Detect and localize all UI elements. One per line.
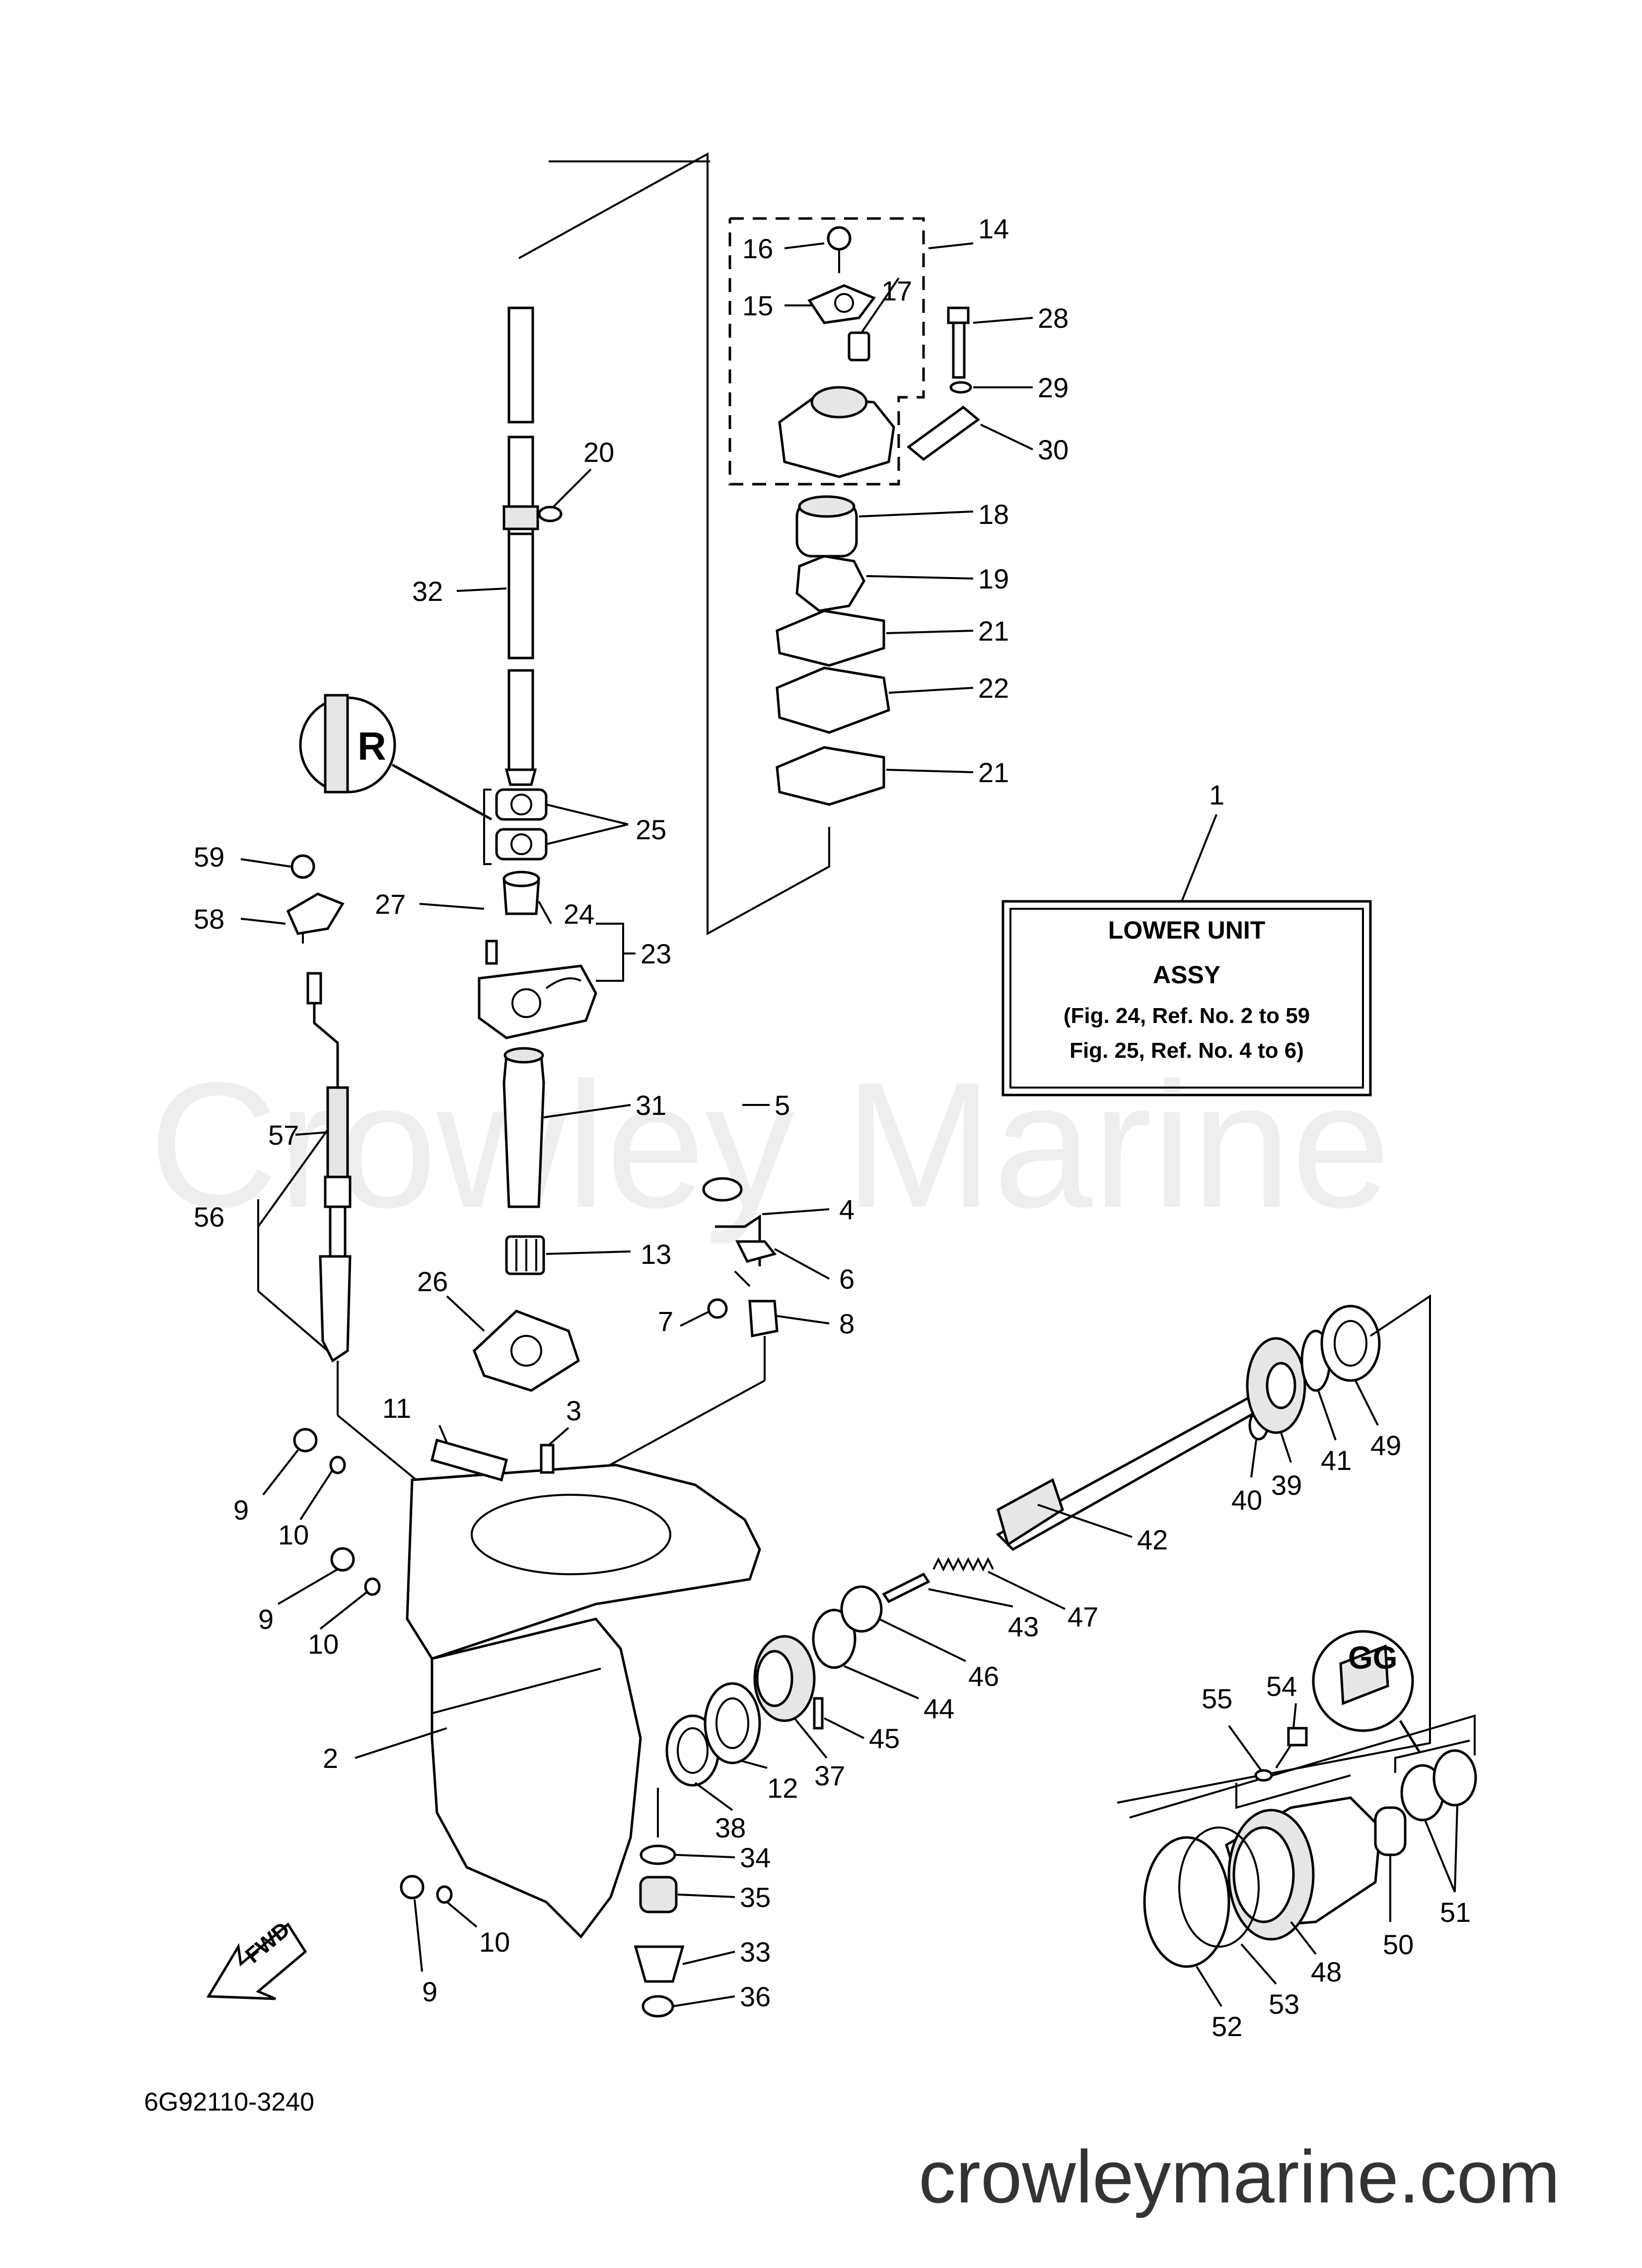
callout-27: 27: [375, 888, 406, 920]
callout-14: 14: [978, 213, 1009, 244]
shift-linkage-group: [600, 1177, 779, 1471]
propeller-housing-group: GG: [1129, 1630, 1477, 1968]
callout-20: 20: [583, 437, 614, 468]
callout-40: 40: [1231, 1484, 1262, 1516]
callout-45: 45: [869, 1723, 900, 1754]
callout-10a: 10: [278, 1519, 309, 1550]
callout-34: 34: [740, 1842, 771, 1873]
callout-7: 7: [658, 1306, 673, 1337]
callout-28: 28: [1038, 302, 1069, 334]
callout-50: 50: [1383, 1929, 1414, 1960]
water-pump-group: [728, 217, 981, 806]
callout-12: 12: [767, 1772, 798, 1804]
callout-56: 56: [194, 1201, 224, 1233]
diagram-code: 6G92110-3240: [144, 2088, 314, 2117]
callout-19: 19: [978, 563, 1009, 594]
callout-46: 46: [968, 1661, 999, 1692]
callout-35: 35: [740, 1882, 771, 1913]
callout-26: 26: [417, 1266, 448, 1297]
callout-29: 29: [1038, 372, 1069, 403]
callout-59: 59: [194, 841, 224, 873]
callout-33: 33: [740, 1936, 771, 1968]
callout-5: 5: [775, 1090, 790, 1121]
callout-41: 41: [1321, 1445, 1352, 1476]
website-url: crowleymarine.com: [919, 2135, 1560, 2218]
callout-16: 16: [742, 233, 773, 264]
watermark: Crowley Marine: [149, 1045, 1391, 1246]
callout-4: 4: [839, 1194, 855, 1225]
callout-numbers: 2 3 4 5 6 7 8 9 9 9 10 10 10 11 12 13 14…: [194, 213, 1471, 2042]
callout-36: 36: [740, 1981, 771, 2012]
callout-9a: 9: [233, 1494, 249, 1526]
assy-box-line3: (Fig. 24, Ref. No. 2 to 59: [1064, 1004, 1310, 1028]
callout-30: 30: [1038, 434, 1069, 465]
fwd-arrow-icon: FWD: [206, 1917, 307, 2000]
callout-42: 42: [1137, 1524, 1168, 1555]
callout-21b: 21: [978, 757, 1009, 788]
callout-51: 51: [1440, 1897, 1471, 1928]
assy-box-line4: Fig. 25, Ref. No. 4 to 6): [1070, 1038, 1304, 1063]
callout-38: 38: [715, 1812, 746, 1843]
callout-9c: 9: [422, 1976, 437, 2007]
callout-49: 49: [1370, 1430, 1401, 1461]
callout-18: 18: [978, 499, 1009, 530]
callout-37: 37: [814, 1760, 845, 1791]
detail-gg-label: GG: [1348, 1640, 1398, 1676]
callout-39: 39: [1271, 1469, 1302, 1501]
callout-10b: 10: [308, 1628, 339, 1660]
callout-2: 2: [323, 1743, 338, 1774]
callout-55: 55: [1202, 1683, 1232, 1714]
callout-31: 31: [636, 1090, 666, 1121]
callout-9b: 9: [258, 1604, 274, 1635]
callout-17: 17: [881, 275, 912, 306]
callout-48: 48: [1311, 1956, 1342, 1987]
leader-lines: [240, 160, 1458, 2007]
drive-shaft-group: R: [299, 152, 830, 1392]
callout-21a: 21: [978, 615, 1009, 647]
callout-32: 32: [412, 576, 443, 607]
callout-1: 1: [1209, 779, 1224, 810]
callout-43: 43: [1008, 1611, 1039, 1642]
callout-24: 24: [564, 898, 594, 930]
callout-52: 52: [1212, 2011, 1242, 2042]
callout-13: 13: [641, 1239, 671, 1270]
callout-57: 57: [268, 1119, 299, 1151]
callout-3: 3: [566, 1395, 581, 1426]
callout-23: 23: [641, 938, 671, 969]
callout-54: 54: [1266, 1671, 1297, 1702]
callout-11: 11: [382, 1392, 411, 1424]
assy-box-line2: ASSY: [1153, 961, 1220, 989]
callout-47: 47: [1068, 1601, 1098, 1632]
lower-case-group: [293, 1428, 761, 1939]
assy-box-line1: LOWER UNIT: [1108, 916, 1266, 944]
gear-train-group: [634, 1294, 1431, 2018]
callout-6: 6: [839, 1263, 855, 1295]
callout-58: 58: [194, 903, 224, 935]
detail-r-label: R: [357, 724, 386, 768]
callout-22: 22: [978, 672, 1009, 704]
callout-25: 25: [636, 814, 666, 845]
callout-15: 15: [742, 290, 773, 321]
callout-8: 8: [839, 1308, 855, 1339]
callout-53: 53: [1269, 1988, 1299, 2020]
callout-44: 44: [924, 1693, 954, 1724]
callout-10c: 10: [479, 1926, 510, 1958]
lower-unit-assy-box: LOWER UNIT ASSY (Fig. 24, Ref. No. 2 to …: [1001, 779, 1372, 1097]
